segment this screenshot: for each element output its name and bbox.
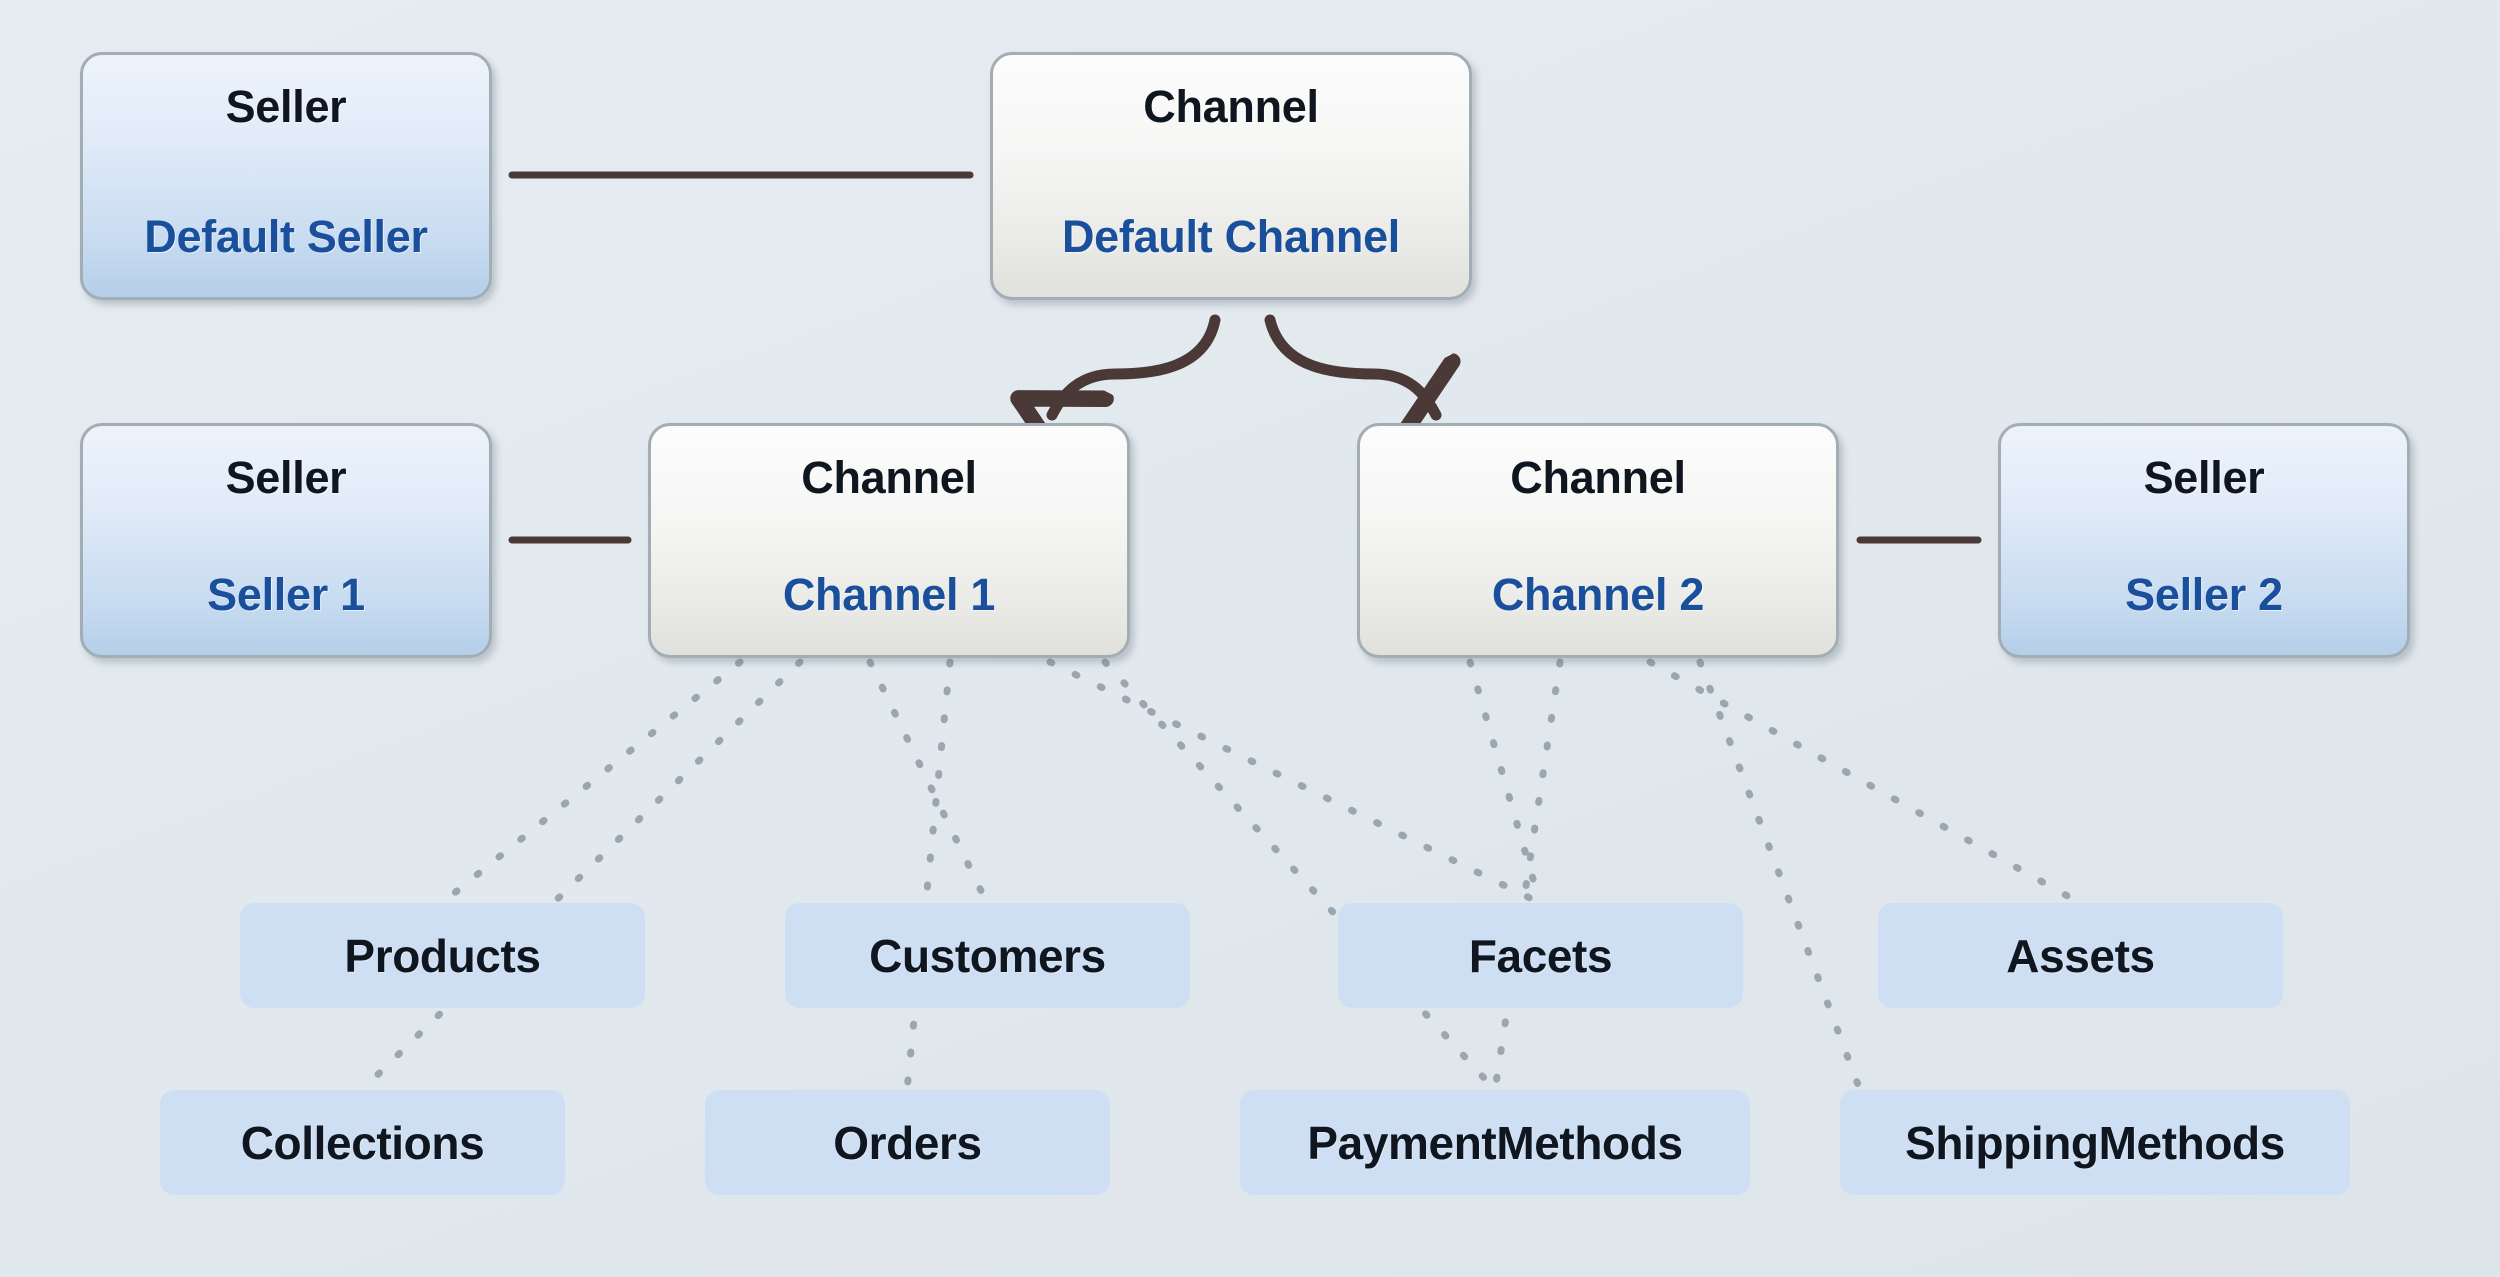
entity-label: Collections bbox=[240, 1116, 485, 1169]
entity-label: Products bbox=[344, 929, 541, 982]
dotted-channel1-collections bbox=[358, 658, 804, 1094]
node-type-label: Seller bbox=[225, 81, 347, 132]
entity-orders[interactable]: Orders bbox=[705, 1090, 1110, 1195]
entity-label: Assets bbox=[2006, 929, 2155, 982]
node-channel-1[interactable]: Channel Channel 1 bbox=[648, 423, 1130, 658]
node-name-label: Default Seller bbox=[144, 211, 428, 262]
dotted-channel2-assets bbox=[1646, 658, 2084, 907]
entity-label: ShippingMethods bbox=[1905, 1116, 2285, 1169]
entity-products[interactable]: Products bbox=[240, 903, 645, 1008]
arrow-default-channel-to-channel-1 bbox=[1052, 314, 1221, 415]
dotted-links bbox=[358, 658, 2084, 1094]
arrow-links bbox=[1052, 314, 1436, 415]
entity-label: Facets bbox=[1468, 929, 1613, 982]
node-type-label: Seller bbox=[225, 452, 347, 503]
dotted-channel1-customers bbox=[866, 658, 991, 907]
entity-shippingmethods[interactable]: ShippingMethods bbox=[1840, 1090, 2350, 1195]
dotted-channel1-products bbox=[438, 658, 744, 907]
node-channel-2[interactable]: Channel Channel 2 bbox=[1357, 423, 1839, 658]
node-type-label: Channel bbox=[801, 452, 977, 503]
entity-assets[interactable]: Assets bbox=[1878, 903, 2283, 1008]
node-name-label: Channel 2 bbox=[1491, 569, 1705, 620]
node-seller-2[interactable]: Seller Seller 2 bbox=[1998, 423, 2410, 658]
dotted-channel1-facets bbox=[1046, 658, 1544, 907]
node-type-label: Channel bbox=[1510, 452, 1686, 503]
node-type-label: Seller bbox=[2143, 452, 2265, 503]
entity-collections[interactable]: Collections bbox=[160, 1090, 565, 1195]
node-name-label: Channel 1 bbox=[782, 569, 996, 620]
arrow-default-channel-to-channel-2 bbox=[1264, 314, 1436, 415]
entity-paymentmethods[interactable]: PaymentMethods bbox=[1240, 1090, 1750, 1195]
entity-label: PaymentMethods bbox=[1307, 1116, 1683, 1169]
entity-label: Orders bbox=[833, 1116, 982, 1169]
node-name-label: Seller 1 bbox=[207, 569, 365, 620]
node-default-seller[interactable]: Seller Default Seller bbox=[80, 52, 492, 300]
entity-customers[interactable]: Customers bbox=[785, 903, 1190, 1008]
dotted-channel2-facets bbox=[1466, 658, 1544, 907]
node-name-label: Default Channel bbox=[1061, 211, 1401, 262]
dotted-channel1-orders bbox=[903, 658, 954, 1094]
node-type-label: Channel bbox=[1143, 81, 1319, 132]
node-name-label: Seller 2 bbox=[2125, 569, 2283, 620]
node-seller-1[interactable]: Seller Seller 1 bbox=[80, 423, 492, 658]
dotted-channel2-paymentmethods bbox=[1491, 658, 1564, 1094]
entity-label: Customers bbox=[869, 929, 1106, 982]
entity-facets[interactable]: Facets bbox=[1338, 903, 1743, 1008]
dotted-channel1-paymentmethods bbox=[1101, 658, 1499, 1094]
node-default-channel[interactable]: Channel Default Channel bbox=[990, 52, 1472, 300]
dotted-channel2-shippingmethods bbox=[1696, 658, 1864, 1094]
